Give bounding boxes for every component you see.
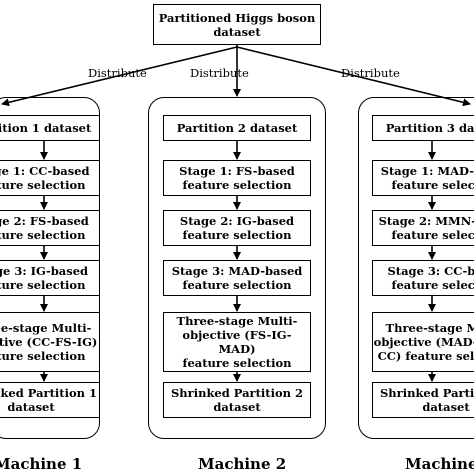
machine-2-stage-3-box: Stage 3: MAD-based feature selection (163, 260, 311, 296)
distribute-arrow-3 (236, 46, 471, 107)
distribute-label-1: Distribute (88, 66, 147, 80)
machine-3-multi-objective-box: Three-stage Multi- objective (MAD-MMN- C… (372, 312, 474, 372)
machine-2-frame (148, 97, 326, 439)
machine-1-shrinked-partition-box: Shrinked Partition 1 dataset (0, 382, 100, 418)
machine-3-shrinked-partition-box: Shrinked Partition 3 dataset (372, 382, 474, 418)
machine-2-stage-1-box: Stage 1: FS-based feature selection (163, 160, 311, 196)
machine-2-multi-objective-box: Three-stage Multi- objective (FS-IG-MAD)… (163, 312, 311, 372)
machine-3-stage-1-box: Stage 1: MAD-based feature selection (372, 160, 474, 196)
machine-3-stage-2-box: Stage 2: MMN-based feature selection (372, 210, 474, 246)
machine-1-stage-1-box: Stage 1: CC-based feature selection (0, 160, 100, 196)
machine-1-stage-2-box: Stage 2: FS-based feature selection (0, 210, 100, 246)
machine-2-partition-box: Partition 2 dataset (163, 115, 311, 141)
machine-1-partition-box: Partition 1 dataset (0, 115, 100, 141)
machine-3-label: Machine 3 (405, 455, 474, 473)
machine-3-partition-box: Partition 3 dataset (372, 115, 474, 141)
machine-3-stage-3-box: Stage 3: CC-based feature selection (372, 260, 474, 296)
distribute-label-3: Distribute (341, 66, 400, 80)
machine-1-stage-3-box: Stage 3: IG-based feature selection (0, 260, 100, 296)
machine-3-frame (358, 97, 474, 439)
distribute-arrow-1 (1, 46, 238, 107)
machine-2-label: Machine 2 (198, 455, 287, 473)
machine-1-multi-objective-box: Three-stage Multi- objective (CC-FS-IG) … (0, 312, 100, 372)
distribute-label-2: Distribute (190, 66, 249, 80)
machine-2-shrinked-partition-box: Shrinked Partition 2 dataset (163, 382, 311, 418)
machine-1-label: Machine 1 (0, 455, 83, 473)
root-dataset-box: Partitioned Higgs boson dataset (153, 4, 321, 45)
machine-2-stage-2-box: Stage 2: IG-based feature selection (163, 210, 311, 246)
